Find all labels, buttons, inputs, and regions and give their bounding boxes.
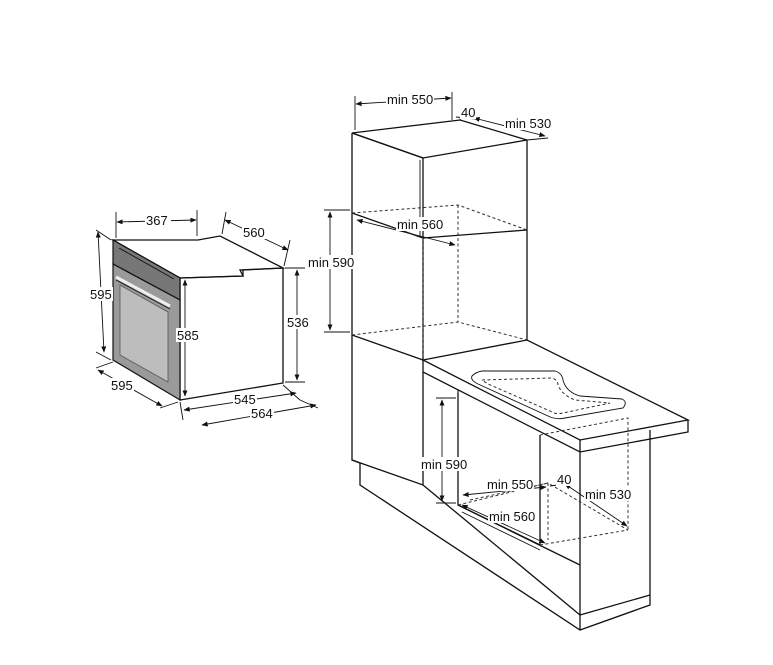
label-oven-front-height: 595 xyxy=(90,287,112,302)
sink-outline xyxy=(471,370,626,420)
label-oven-inner-height: 585 xyxy=(177,328,199,343)
label-oven-top-width: 367 xyxy=(146,213,168,228)
label-oven-total-depth: 564 xyxy=(251,406,273,421)
label-base-niche-width: min 550 xyxy=(487,477,533,492)
tall-cabinet-labels: min 550 40 min 530 min 560 min 590 xyxy=(307,92,552,270)
under-counter-labels: min 590 min 550 40 min 530 min 560 xyxy=(420,457,632,524)
label-oven-side-height: 536 xyxy=(287,315,309,330)
label-base-niche-height: min 590 xyxy=(421,457,467,472)
label-tall-niche-depth: min 530 xyxy=(505,116,551,131)
oven-illustration xyxy=(110,235,286,402)
label-base-gap: 40 xyxy=(557,472,571,487)
label-base-niche-depth: min 530 xyxy=(585,487,631,502)
label-oven-top-depth: 560 xyxy=(243,225,265,240)
label-oven-front-width: 595 xyxy=(111,378,133,393)
label-tall-niche-width: min 550 xyxy=(387,92,433,107)
label-oven-body-depth: 545 xyxy=(234,392,256,407)
oven-labels: 367 560 595 585 536 595 545 564 xyxy=(89,213,310,421)
label-tall-niche-height: min 590 xyxy=(308,255,354,270)
label-tall-niche-width-inner: min 560 xyxy=(397,217,443,232)
tall-cabinet xyxy=(351,119,528,361)
label-base-niche-width-inner: min 560 xyxy=(489,509,535,524)
label-tall-gap: 40 xyxy=(461,105,475,120)
